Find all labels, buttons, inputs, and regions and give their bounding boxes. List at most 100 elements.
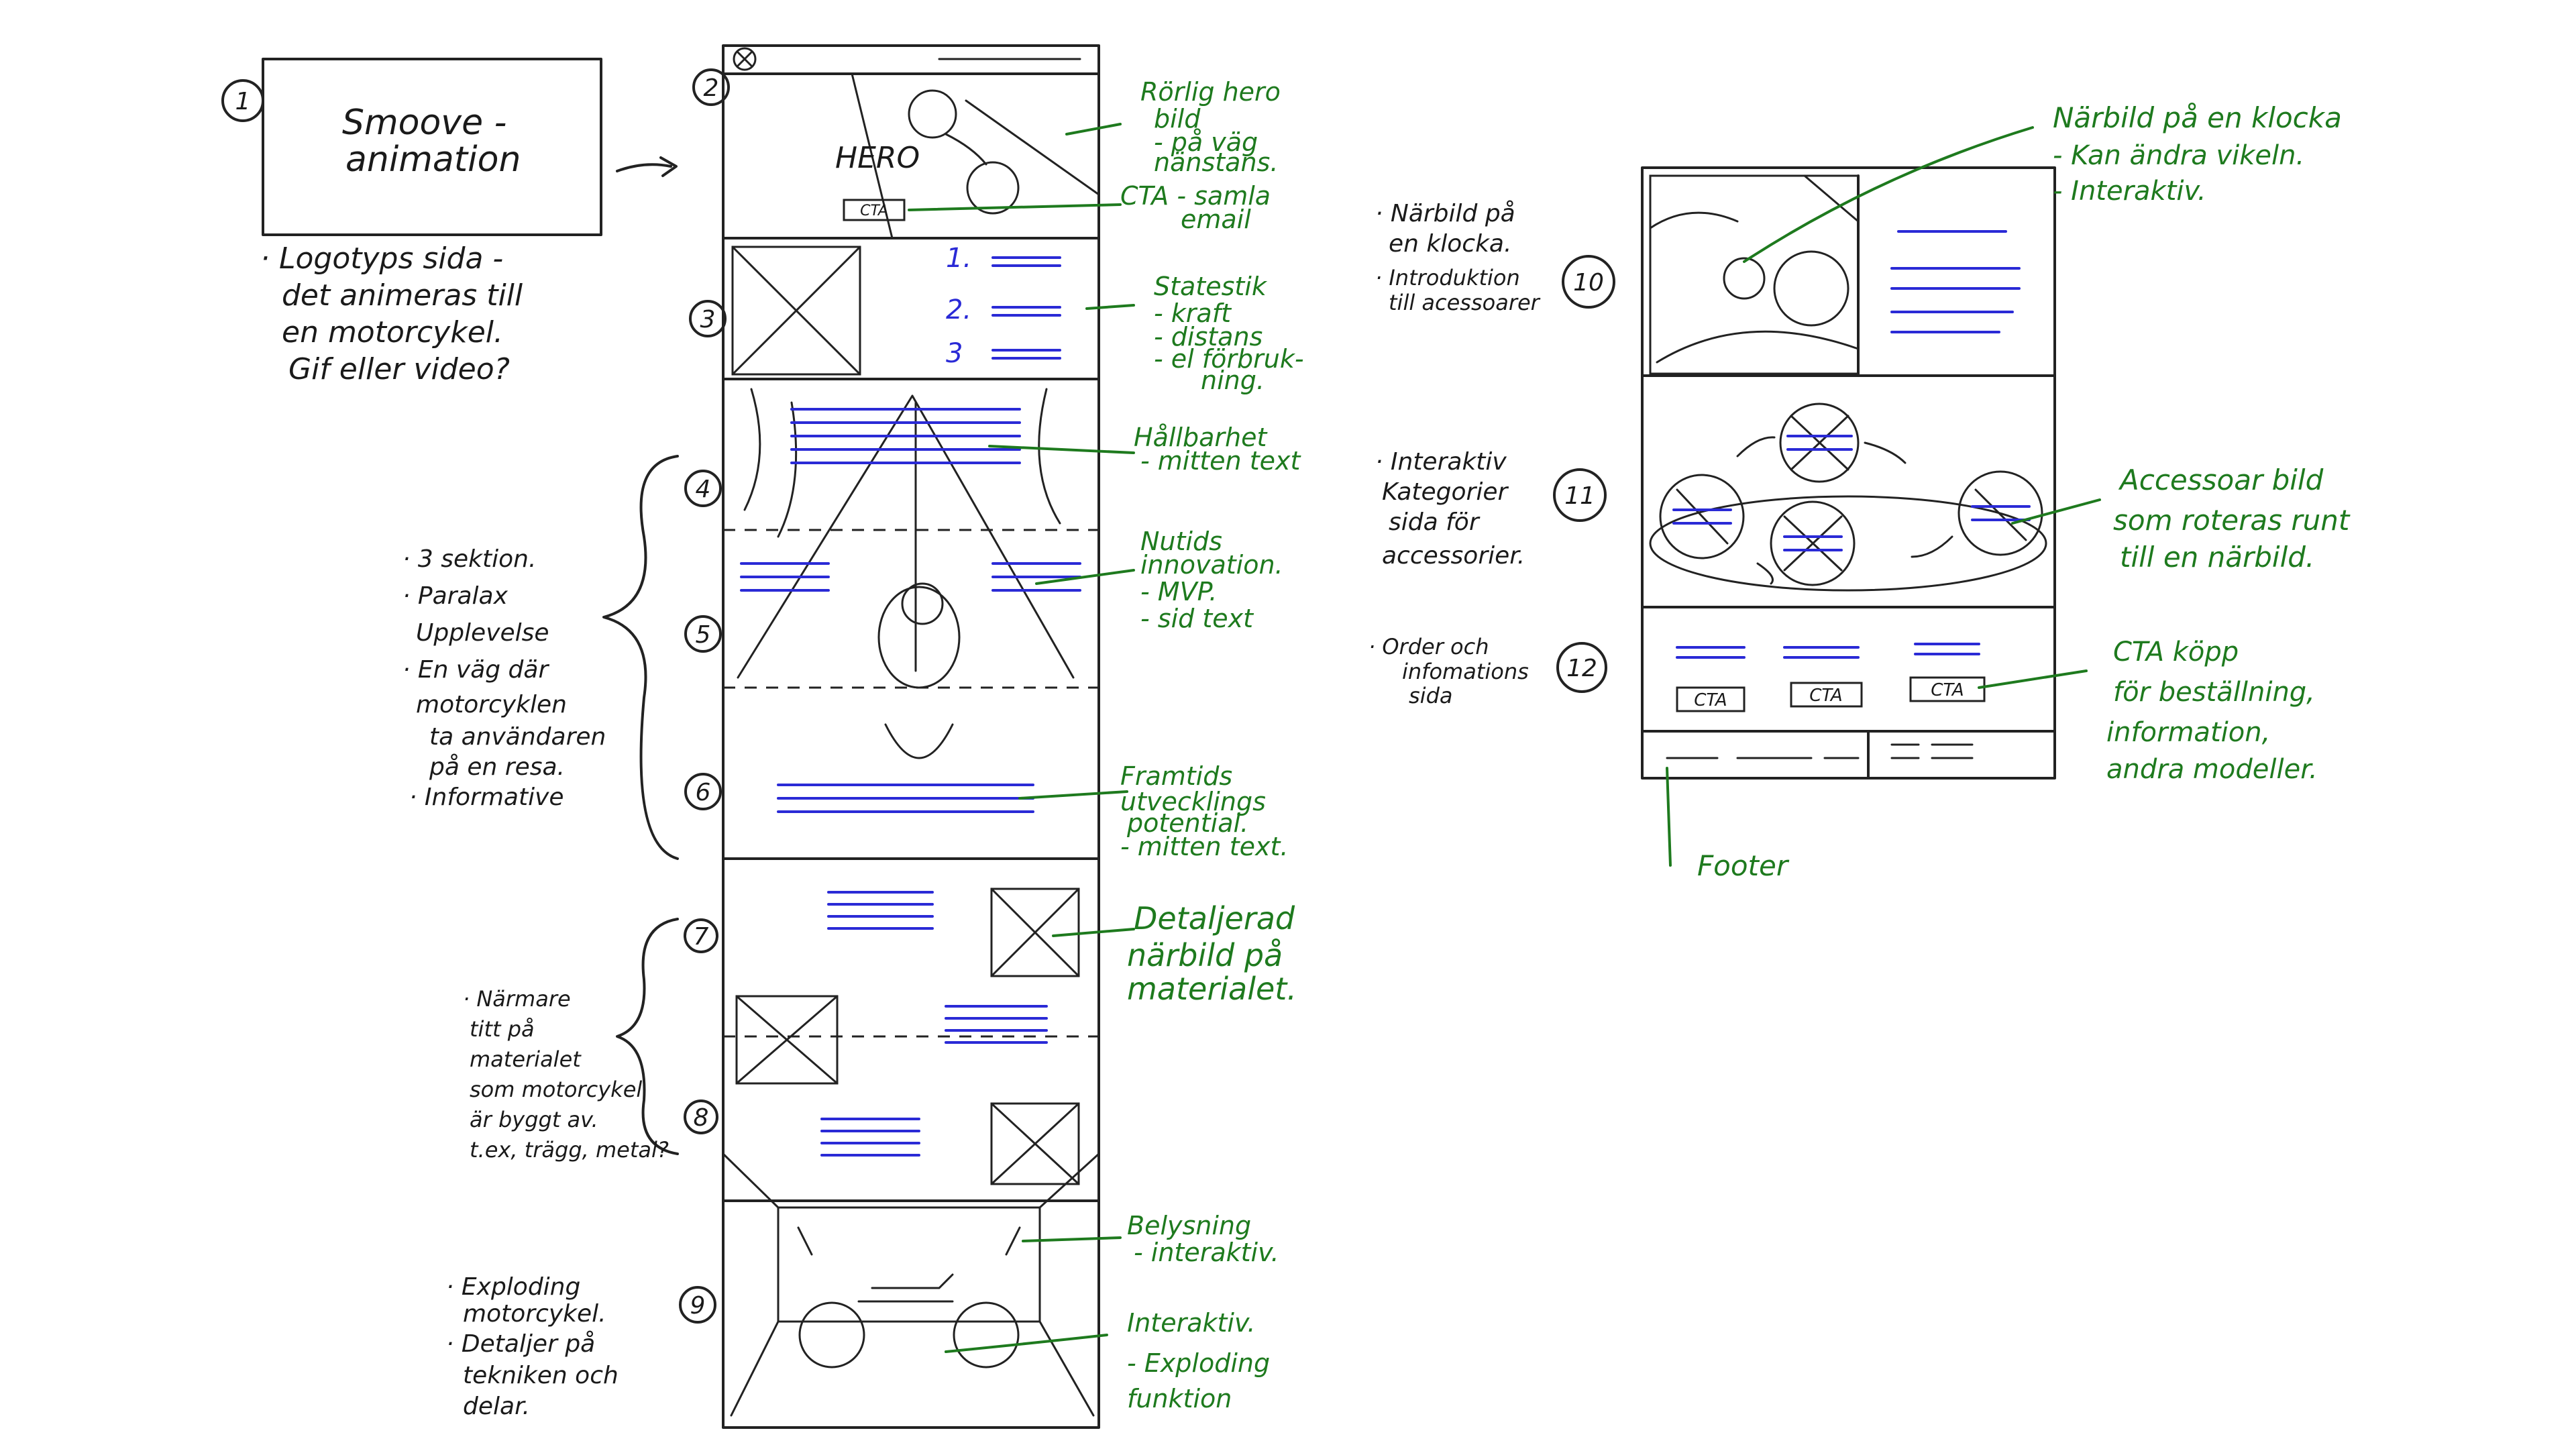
close-icon: [733, 47, 757, 71]
watch-sketch: [1649, 174, 1860, 364]
leader-line: [1085, 304, 1135, 310]
leader-line: [1978, 669, 2088, 689]
green-note-line: Accessoar bild: [2118, 464, 2324, 496]
note-line: delar.: [463, 1393, 530, 1420]
note-line: är byggt av.: [470, 1107, 598, 1132]
cta-button-label: CTA: [1931, 680, 1964, 700]
order-text-lines: [1676, 643, 1980, 659]
step-7-number: 7: [694, 923, 709, 951]
innovation-text-lines: [740, 562, 1081, 592]
step-5-circle: [684, 615, 722, 653]
green-note-line: nänstans.: [1154, 148, 1278, 177]
logo-note-line: Gif eller video?: [288, 352, 510, 386]
step-11-number: 11: [1564, 482, 1595, 510]
logo-note: · Logotyps sida - det animeras till en m…: [260, 241, 523, 386]
step-1-number: 1: [235, 88, 251, 115]
right-notes: · Närbild på en klocka. · Introduktion t…: [1368, 200, 1541, 708]
hero-section: HERO CTA: [722, 72, 1100, 239]
stat-number: 3: [946, 338, 963, 369]
stat-number: 1.: [946, 243, 971, 274]
material-image-cross: [735, 995, 839, 1085]
category-text-lines: [1672, 435, 2031, 551]
green-note-line: Interaktiv.: [1127, 1308, 1255, 1338]
step-1-group: 1 Smoove - animation · Logotyps sida - d…: [221, 58, 678, 386]
leader-line: [1035, 569, 1135, 585]
stat-number: 2.: [946, 294, 971, 325]
category-item: [1659, 474, 1745, 559]
right-green-annotations: Närbild på en klocka - Kan ändra vikeln.…: [1666, 101, 2351, 882]
leader-line: [988, 445, 1135, 454]
step-4-circle: [684, 470, 722, 507]
note-line: motorcyklen: [416, 691, 567, 718]
green-note-line: innovation.: [1140, 550, 1283, 580]
note-line: Upplevelse: [416, 619, 549, 647]
category-item: [1779, 402, 1860, 483]
leader-line: [1065, 123, 1122, 136]
green-note-line: - Interaktiv.: [2053, 176, 2206, 207]
box-line-2: animation: [345, 140, 521, 180]
leader-line: [1052, 928, 1135, 937]
note-line: · Interaktiv: [1375, 448, 1507, 476]
exploding-section: [722, 1152, 1100, 1417]
step-10-number: 10: [1573, 269, 1604, 297]
leader-line: [1666, 767, 1672, 867]
parallax-brace: [602, 455, 679, 860]
green-note-line: email: [1181, 205, 1251, 234]
category-item: [1957, 470, 2043, 556]
leader-line: [908, 203, 1122, 211]
green-note-line: Rörlig hero: [1140, 77, 1281, 107]
hero-road-lines: [851, 72, 1100, 239]
leader-line: [1022, 1236, 1122, 1242]
note-line: · Informative: [409, 784, 564, 811]
green-note-line: ning.: [1201, 366, 1265, 395]
future-text-lines: [777, 784, 1034, 813]
stats-section: 1. 2. 3: [722, 243, 1100, 380]
parallax-note: · 3 sektion. · Paralax Upplevelse · En v…: [402, 545, 606, 811]
green-note-line: - på väg: [1154, 127, 1258, 157]
sustainability-text-lines: [790, 408, 1021, 464]
room-perspective: [722, 1152, 1100, 1417]
green-note-line: - mitten text.: [1120, 832, 1288, 861]
green-note-line: Detaljerad: [1134, 900, 1295, 936]
parallax-section: [722, 388, 1100, 860]
green-note-line: Statestik: [1154, 272, 1268, 301]
rotation-arrows: [1736, 436, 1953, 585]
green-note-line: till en närbild.: [2120, 541, 2314, 574]
note-line: · Närbild på: [1375, 200, 1515, 227]
leader-line: [2011, 498, 2101, 525]
note-line: ta användaren: [429, 723, 606, 751]
step-4-number: 4: [696, 476, 711, 503]
footer-label: Footer: [1697, 849, 1790, 882]
step-12-circle: [1556, 642, 1607, 693]
hero-bike-body: [945, 133, 987, 166]
close-icon-cross: [737, 51, 753, 67]
note-line: materialet: [470, 1046, 582, 1072]
hero-cta-button: [843, 199, 906, 221]
step-labels: 2 3 4 5 6 7 8 9 10 11 12: [679, 68, 1615, 1324]
note-line: · Introduktion: [1375, 265, 1520, 290]
green-note-line: Nutids: [1140, 527, 1222, 556]
step-6-circle: [684, 773, 722, 810]
step-11-circle: [1553, 468, 1607, 522]
rider-body: [877, 586, 961, 689]
note-line: · En väg där: [402, 656, 549, 684]
note-line: Kategorier: [1382, 478, 1509, 506]
rider-head: [901, 582, 944, 625]
note-line: på en resa.: [429, 753, 565, 781]
material-note: · Närmare titt på materialet som motorcy…: [463, 986, 669, 1163]
green-annotations: Rörlig hero bild - på väg nänstans. CTA …: [908, 77, 1304, 1413]
material-brace: [616, 918, 679, 1155]
green-note-line: som roteras runt: [2113, 504, 2351, 537]
cta-button: [1909, 676, 1986, 702]
step-10-circle: [1562, 255, 1615, 309]
green-note-line: Framtids: [1120, 761, 1232, 791]
material-text-lines: [827, 891, 934, 930]
note-line: sida: [1409, 683, 1452, 708]
leader-line: [945, 1334, 1108, 1353]
note-line: motorcykel.: [463, 1300, 606, 1328]
note-line: t.ex, trägg, metal?: [470, 1137, 669, 1163]
green-note-line: - mitten text: [1140, 446, 1301, 476]
step-3-number: 3: [700, 306, 716, 333]
material-image: [735, 995, 839, 1085]
